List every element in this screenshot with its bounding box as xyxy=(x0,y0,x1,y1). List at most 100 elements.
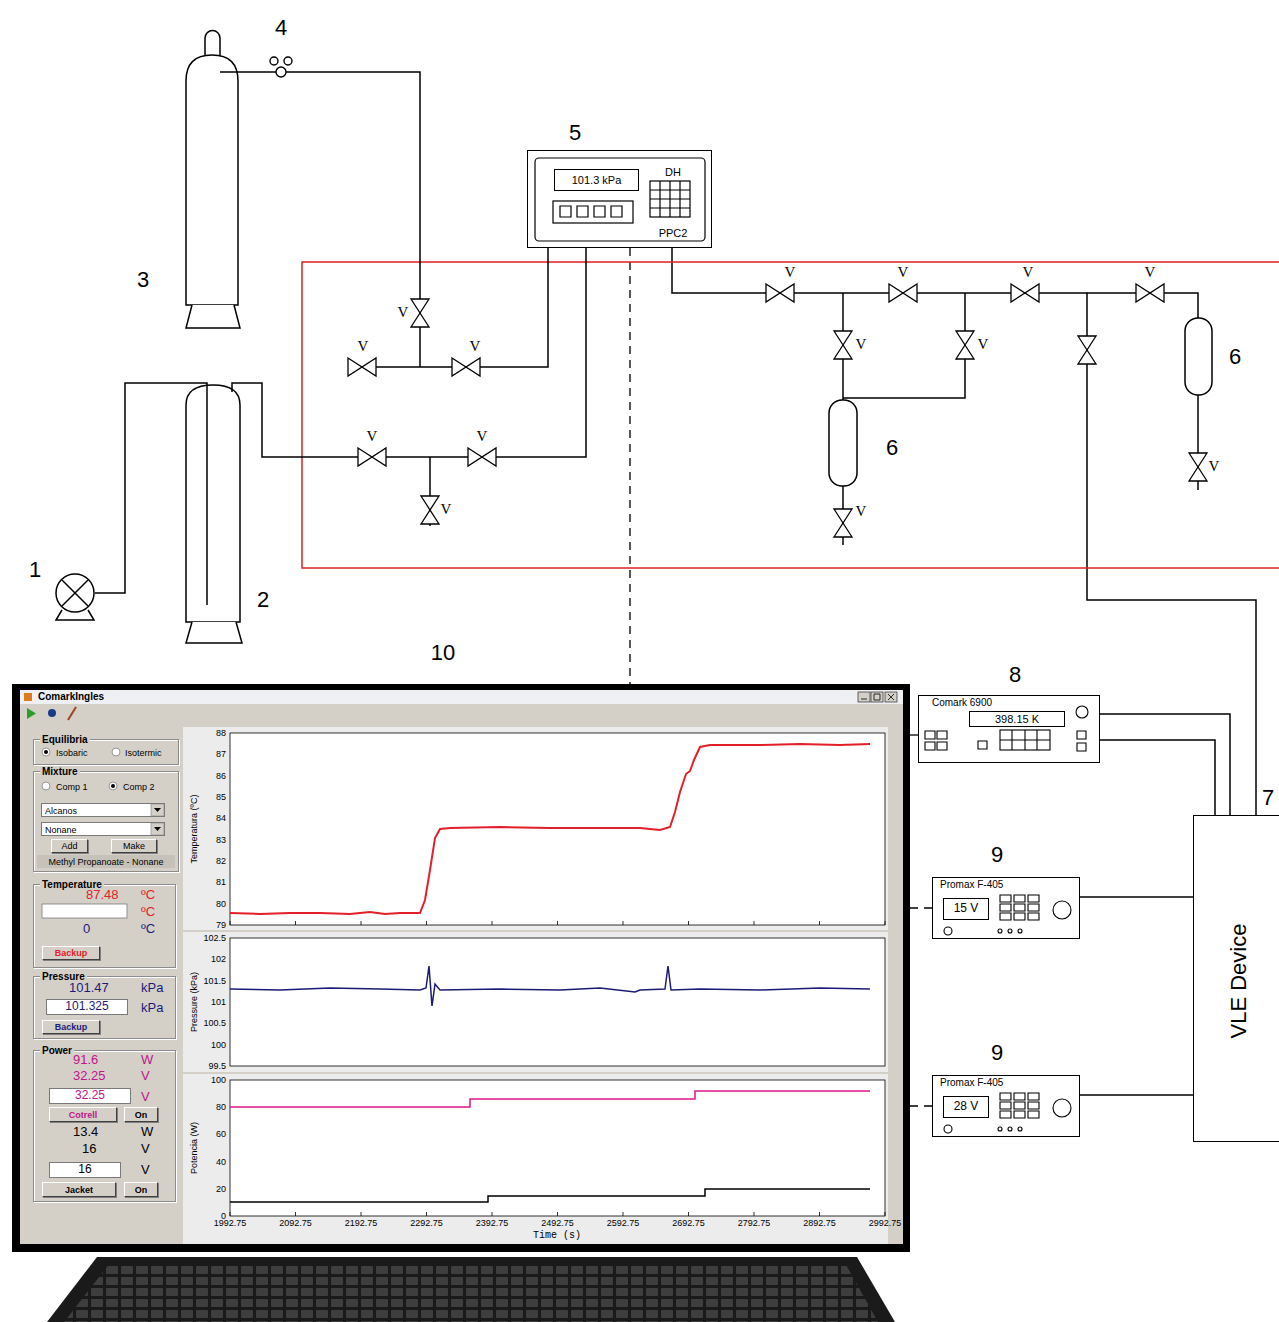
axis-tick: 2792.75 xyxy=(738,1218,771,1228)
axis-title: Pressure (kPa) xyxy=(189,972,199,1032)
callout-number: 9 xyxy=(991,1040,1003,1065)
node-text: 87.48 xyxy=(86,888,119,903)
axis-tick: 100 xyxy=(211,1075,226,1085)
pipe xyxy=(843,293,965,398)
regulator-gauge xyxy=(270,57,278,65)
node-text: DH xyxy=(665,166,681,179)
axis-tick: 86 xyxy=(216,770,226,780)
node-text: VLE Device xyxy=(1226,924,1251,1039)
sample-cylinder xyxy=(1185,318,1212,395)
axis-tick: 102 xyxy=(211,954,226,964)
knob xyxy=(1053,901,1071,919)
axis-tick: 85 xyxy=(216,792,226,802)
pressure-regulator xyxy=(270,57,292,77)
axis-tick: 87 xyxy=(216,749,226,759)
node-text: Backup xyxy=(55,1022,88,1032)
axis-tick: 60 xyxy=(216,1129,226,1139)
node-text: 15 V xyxy=(943,898,989,920)
dropdown: Alcanos xyxy=(41,803,165,817)
keyboard-keys xyxy=(64,1263,878,1322)
stop-icon xyxy=(48,709,56,717)
cylinder-neck xyxy=(205,31,220,56)
regulator-gauge xyxy=(284,57,292,65)
axis-tick: 101 xyxy=(211,997,226,1007)
axis-tick: 2492.75 xyxy=(541,1218,574,1228)
pump-cross xyxy=(62,580,88,606)
axis-tick: 99.5 xyxy=(208,1061,226,1071)
buttons xyxy=(925,731,987,750)
node-text: V xyxy=(141,1142,150,1157)
title-bar xyxy=(20,690,903,704)
pressure-controller: 101.3 kPaDHPPC2 xyxy=(527,150,712,248)
valve xyxy=(468,448,496,466)
valve-label: V xyxy=(367,428,378,445)
control-glyphs xyxy=(861,694,894,700)
sample-cylinder xyxy=(829,400,857,486)
axis-title: Temperatura (ºC) xyxy=(189,795,199,864)
keypad-grid xyxy=(1000,730,1050,750)
valve-label: V xyxy=(398,304,409,321)
node-text: 16 xyxy=(78,1163,91,1177)
group-box: Power91.6W32.25VV13.4W16VV32.25CotrellOn… xyxy=(33,1050,176,1202)
axis-title: Time (s) xyxy=(533,1230,581,1242)
group-box: Pressure101.47kPakPa101.325Backup xyxy=(33,976,176,1039)
axis-tick: 1992.75 xyxy=(214,1218,247,1228)
node-text: Jacket xyxy=(65,1184,93,1194)
software-window: ComarkInglesEquilibriaIsobaricIsotermicM… xyxy=(12,684,910,1252)
node-text: Cotrell xyxy=(69,1109,98,1119)
jacket-power-trace xyxy=(230,1189,870,1202)
vessel-body xyxy=(186,385,240,622)
axis-tick: 88 xyxy=(216,728,226,738)
node-text: Comark 6900 xyxy=(932,697,992,709)
node-text: 28 V xyxy=(943,1096,989,1118)
dropdown-arrow xyxy=(154,827,161,831)
group-box: Temperature87.48ºCºC0ºCBackup xyxy=(33,884,176,968)
terminal xyxy=(998,1127,1002,1131)
plot-area xyxy=(230,1080,885,1216)
axis-tick: 84 xyxy=(216,813,226,823)
pipe xyxy=(220,71,276,73)
dropdown-field xyxy=(41,803,165,817)
node-text: Backup xyxy=(55,948,88,958)
valve xyxy=(1011,284,1039,302)
terminal xyxy=(1008,929,1012,933)
valve xyxy=(358,448,386,466)
valve-label: V xyxy=(441,501,452,518)
brush-icon xyxy=(68,707,76,720)
knob xyxy=(1076,706,1088,718)
power-supply: Promax F-40528 V xyxy=(932,1075,1080,1137)
callout-number: 10 xyxy=(431,640,455,665)
axis-tick: 2092.75 xyxy=(279,1218,312,1228)
maximize-button xyxy=(871,692,883,702)
terminal xyxy=(1018,929,1022,933)
group-title: Power xyxy=(40,1045,74,1057)
pipe xyxy=(95,383,207,605)
power-supply: Promax F-40515 V xyxy=(932,877,1080,939)
keypad-grid xyxy=(650,181,690,217)
cylinder-body xyxy=(186,55,238,305)
radio-dot xyxy=(111,784,115,788)
group-title: Equilibria xyxy=(40,734,90,746)
minimize-button xyxy=(858,692,870,702)
axis-tick: 79 xyxy=(216,920,226,930)
radio xyxy=(112,748,120,756)
gas-cylinder xyxy=(186,31,240,329)
valve xyxy=(766,284,794,302)
power-supply-face xyxy=(944,895,1071,1133)
display-digits xyxy=(560,206,622,217)
axis-tick: 100 xyxy=(211,1039,226,1049)
axis-tick: 2892.75 xyxy=(803,1218,836,1228)
dropdown-field xyxy=(41,822,165,836)
chart-frame xyxy=(183,932,888,1072)
connection-line xyxy=(1080,1094,1193,1096)
node-text: 91.6 xyxy=(73,1053,98,1068)
node-text: 398.15 K xyxy=(969,711,1065,727)
valve-label: V xyxy=(1023,264,1034,281)
valve xyxy=(1189,453,1207,481)
monitor-bezel xyxy=(12,684,910,1252)
axis-tick: 80 xyxy=(216,1102,226,1112)
push-button: Make xyxy=(111,839,157,853)
radio-dot xyxy=(44,750,48,754)
input-field: 16 xyxy=(49,1162,121,1178)
node-text: ComarkIngles xyxy=(38,691,104,703)
